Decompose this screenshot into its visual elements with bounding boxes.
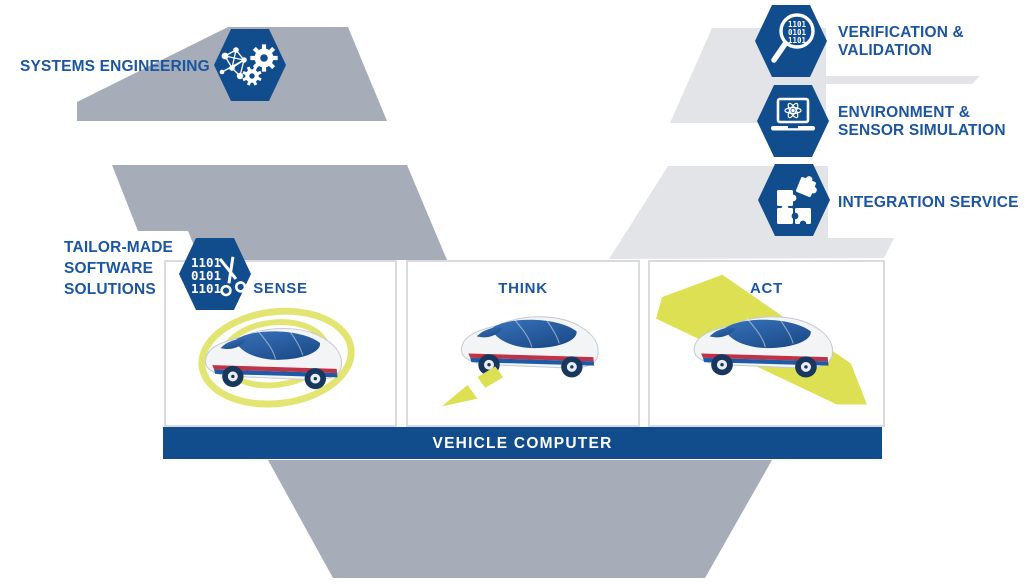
act-panel: ACT [648, 260, 885, 427]
hexagon-environment-sensor-simulation [757, 85, 829, 157]
sense-car-illustration [198, 307, 355, 408]
tailor-made-label-line2: SOFTWARE [64, 260, 154, 277]
tailor-made-software-solutions-label: TAILOR-MADE SOFTWARE SOLUTIONS [64, 237, 173, 300]
think-panel-title: THINK [498, 280, 548, 297]
hexagon-integration-service [758, 164, 830, 236]
systems-engineering-label: SYSTEMS ENGINEERING [20, 58, 210, 75]
svg-text:1101: 1101 [788, 20, 807, 29]
path-planning-arrows [441, 366, 504, 407]
car-illustration [459, 310, 601, 384]
v-band-upper-right-strip [820, 76, 980, 84]
vehicle-computer-bar: VEHICLE COMPUTER [163, 427, 882, 459]
integration-service-label: INTEGRATION SERVICE [838, 194, 1019, 211]
environment-label-line1: ENVIRONMENT & [838, 104, 971, 121]
think-car-illustration [441, 310, 601, 407]
verification-validation-label: VERIFICATION & VALIDATION [838, 24, 964, 60]
verification-label-line2: VALIDATION [838, 42, 932, 59]
environment-label-line2: SENSOR SIMULATION [838, 122, 1006, 139]
vehicle-computer-label: VEHICLE COMPUTER [432, 435, 613, 452]
hexagon-systems-engineering [214, 29, 286, 101]
svg-text:1101: 1101 [191, 255, 221, 270]
environment-sensor-simulation-label: ENVIRONMENT & SENSOR SIMULATION [838, 104, 1006, 140]
tailor-made-label-line3: SOLUTIONS [64, 281, 156, 298]
verification-label-line1: VERIFICATION & [838, 24, 964, 41]
svg-text:0101: 0101 [191, 268, 221, 283]
puzzle-pieces-icon [777, 176, 817, 228]
v-band-lower-left [112, 165, 447, 260]
binary-code-scissors-icon: 1101 0101 1101 [191, 255, 247, 297]
act-car-illustration [656, 274, 867, 405]
magnifier-binary-icon: 1101 0101 1101 [771, 13, 815, 63]
sense-panel-title: SENSE [253, 280, 308, 297]
network-and-gears-icon [219, 44, 278, 89]
hexagon-tailor-made-software: 1101 0101 1101 [179, 238, 251, 310]
act-panel-title: ACT [749, 280, 784, 297]
v-bottom-trapezoid [268, 460, 772, 578]
hexagon-verification-validation: 1101 0101 1101 [755, 5, 827, 77]
svg-text:0101: 0101 [788, 28, 807, 37]
svg-text:1101: 1101 [191, 281, 221, 296]
svg-text:1101: 1101 [788, 36, 807, 45]
laptop-atom-icon [771, 97, 815, 131]
think-panel: THINK [406, 260, 640, 427]
tailor-made-label-line1: TAILOR-MADE [64, 239, 174, 256]
